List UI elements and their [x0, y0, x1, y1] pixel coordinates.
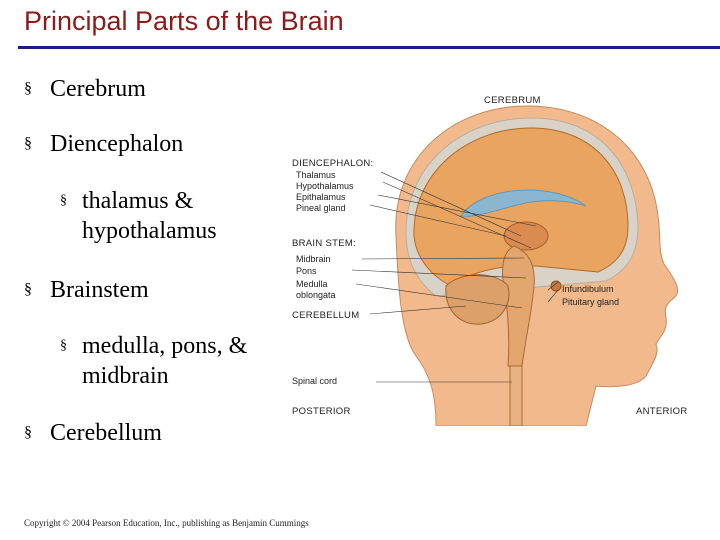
bullet-label: Cerebellum: [50, 420, 162, 446]
bullet-cerebellum: § Cerebellum: [24, 418, 162, 448]
label-diencephalon: DIENCEPHALON:: [292, 158, 374, 169]
sub-bullet-brainstem: § medulla, pons, & midbrain: [60, 331, 282, 391]
copyright-notice: Copyright © 2004 Pearson Education, Inc.…: [24, 518, 309, 528]
bullet-label: Brainstem: [50, 277, 149, 303]
bullet-marker: §: [24, 80, 32, 97]
bullet-label: Cerebrum: [50, 76, 146, 102]
label-posterior: POSTERIOR: [292, 406, 351, 417]
sub-bullet-diencephalon: § thalamus & hypothalamus: [60, 186, 282, 246]
bullet-marker: §: [24, 424, 32, 441]
sub-bullet-label: thalamus & hypothalamus: [82, 188, 217, 244]
bullet-diencephalon: § Diencephalon: [24, 129, 184, 159]
bullet-label: Diencephalon: [50, 131, 184, 157]
title-underline: [18, 46, 720, 49]
label-pituitary-gland: Pituitary gland: [562, 297, 619, 307]
bullet-marker: §: [24, 281, 32, 298]
leader-lines: [351, 171, 559, 383]
label-medulla: Medulla: [296, 279, 328, 289]
cerebellum-shape: [445, 274, 510, 325]
bullet-brainstem: § Brainstem: [24, 275, 149, 305]
label-spinal-cord: Spinal cord: [292, 376, 337, 386]
brain-diagram: CEREBRUM DIENCEPHALON: Thalamus Hypothal…: [292, 95, 688, 426]
sub-bullet-label: medulla, pons, & midbrain: [82, 333, 248, 389]
label-hypothalamus: Hypothalamus: [296, 181, 354, 191]
label-midbrain: Midbrain: [296, 254, 331, 264]
label-pons: Pons: [296, 266, 317, 276]
bullet-marker: §: [24, 135, 32, 152]
corpus-callosum: [460, 189, 587, 217]
label-brain-stem: BRAIN STEM:: [292, 238, 356, 249]
pituitary-shape: [550, 280, 562, 292]
sub-bullet-marker: §: [60, 193, 67, 208]
slide-title: Principal Parts of the Brain: [24, 6, 344, 36]
label-cerebrum: CEREBRUM: [484, 95, 541, 106]
label-cerebellum: CEREBELLUM: [292, 310, 359, 321]
label-oblongata: oblongata: [296, 290, 336, 300]
label-pineal-gland: Pineal gland: [296, 203, 346, 213]
sub-bullet-marker: §: [60, 338, 67, 353]
spinal-cord-shape: [509, 365, 523, 426]
label-epithalamus: Epithalamus: [296, 192, 346, 202]
bullet-cerebrum: § Cerebrum: [24, 74, 146, 104]
label-infundibulum: Infundibulum: [562, 284, 614, 294]
label-thalamus: Thalamus: [296, 170, 336, 180]
label-anterior: ANTERIOR: [636, 406, 688, 417]
